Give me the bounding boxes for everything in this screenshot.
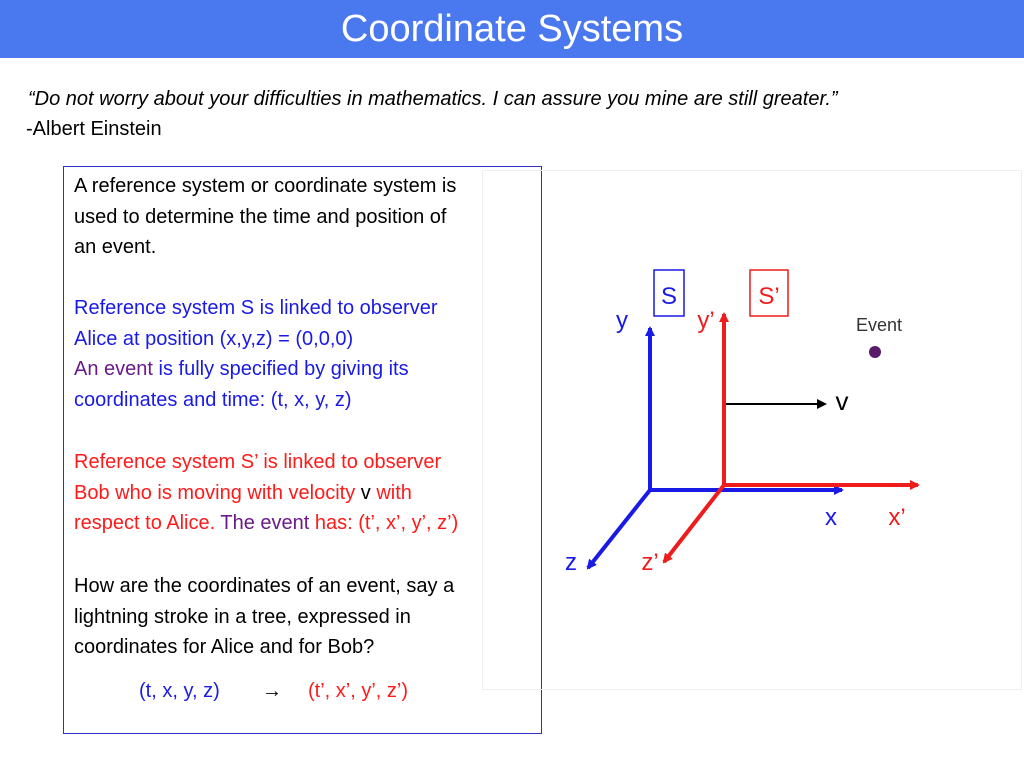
sprime-z-axis	[662, 483, 726, 564]
question-line: lightning stroke in a tree, expressed in	[74, 605, 411, 628]
event-text: is fully specified by giving its	[152, 358, 409, 380]
velocity-symbol: v	[360, 481, 371, 504]
intro-line: used to determine the time and position …	[74, 205, 447, 228]
y-axis-label: y	[616, 307, 628, 334]
an-event-term: An event	[74, 358, 153, 380]
question-line: How are the coordinates of an event, say…	[74, 575, 455, 597]
sprime-text: with	[370, 481, 412, 504]
zprime-axis-label: z’	[641, 549, 658, 576]
sprime-label-box	[749, 269, 789, 317]
x-axis-label: x	[825, 504, 837, 531]
mapping-arrow-icon: →	[262, 680, 282, 702]
sprime-frame-label: S’	[758, 283, 779, 310]
sprime-line: Bob who is moving with velocity v with	[74, 478, 536, 509]
s-label-box	[653, 269, 685, 317]
s-line: Alice at position (x,y,z) = (0,0,0)	[74, 327, 354, 350]
explanation-box: A reference system or coordinate system …	[63, 166, 542, 734]
reference-s-prime-paragraph: Reference system S’ is linked to observe…	[74, 447, 536, 539]
sprime-line: respect to Alice. The event has: (t’, x’…	[74, 508, 536, 539]
s-frame-label: S	[661, 283, 677, 310]
s-z-axis	[586, 488, 652, 570]
mapping-left: (t, x, y, z)	[139, 680, 220, 702]
reference-s-paragraph: Reference system S is linked to observer…	[74, 293, 536, 415]
mapping-right: (t’, x’, y’, z’)	[308, 680, 408, 702]
einstein-quote: “Do not worry about your difficulties in…	[28, 88, 838, 110]
event-label: Event	[856, 315, 902, 335]
xprime-axis-label: x’	[888, 504, 905, 531]
z-axis-label: z	[565, 549, 577, 576]
question-line: coordinates for Alice and for Bob?	[74, 636, 375, 658]
sprime-text: has: (t’, x’, y’, z’)	[309, 512, 459, 534]
event-line: An event is fully specified by giving it…	[74, 354, 536, 385]
the-event-term: The event	[220, 512, 310, 534]
s-line: Reference system S is linked to observer	[74, 297, 438, 319]
event-dot-icon	[869, 346, 881, 358]
intro-line: an event.	[74, 236, 157, 258]
quote-author: -Albert Einstein	[26, 118, 162, 140]
velocity-label: v	[836, 386, 849, 416]
figure-frame	[482, 170, 1022, 690]
slide-title: Coordinate Systems	[340, 8, 684, 50]
question-paragraph: How are the coordinates of an event, say…	[74, 571, 536, 663]
title-bar: Coordinate Systems	[0, 0, 1024, 58]
sprime-text: respect to Alice.	[74, 512, 221, 534]
sprime-line: Reference system S’ is linked to observe…	[74, 451, 442, 473]
yprime-axis-label: y’	[697, 307, 714, 334]
intro-line: A reference system or coordinate system …	[74, 175, 457, 197]
event-line: coordinates and time: (t, x, y, z)	[74, 388, 352, 411]
sprime-text: Bob who is moving with velocity	[74, 481, 361, 504]
intro-paragraph: A reference system or coordinate system …	[74, 171, 536, 263]
